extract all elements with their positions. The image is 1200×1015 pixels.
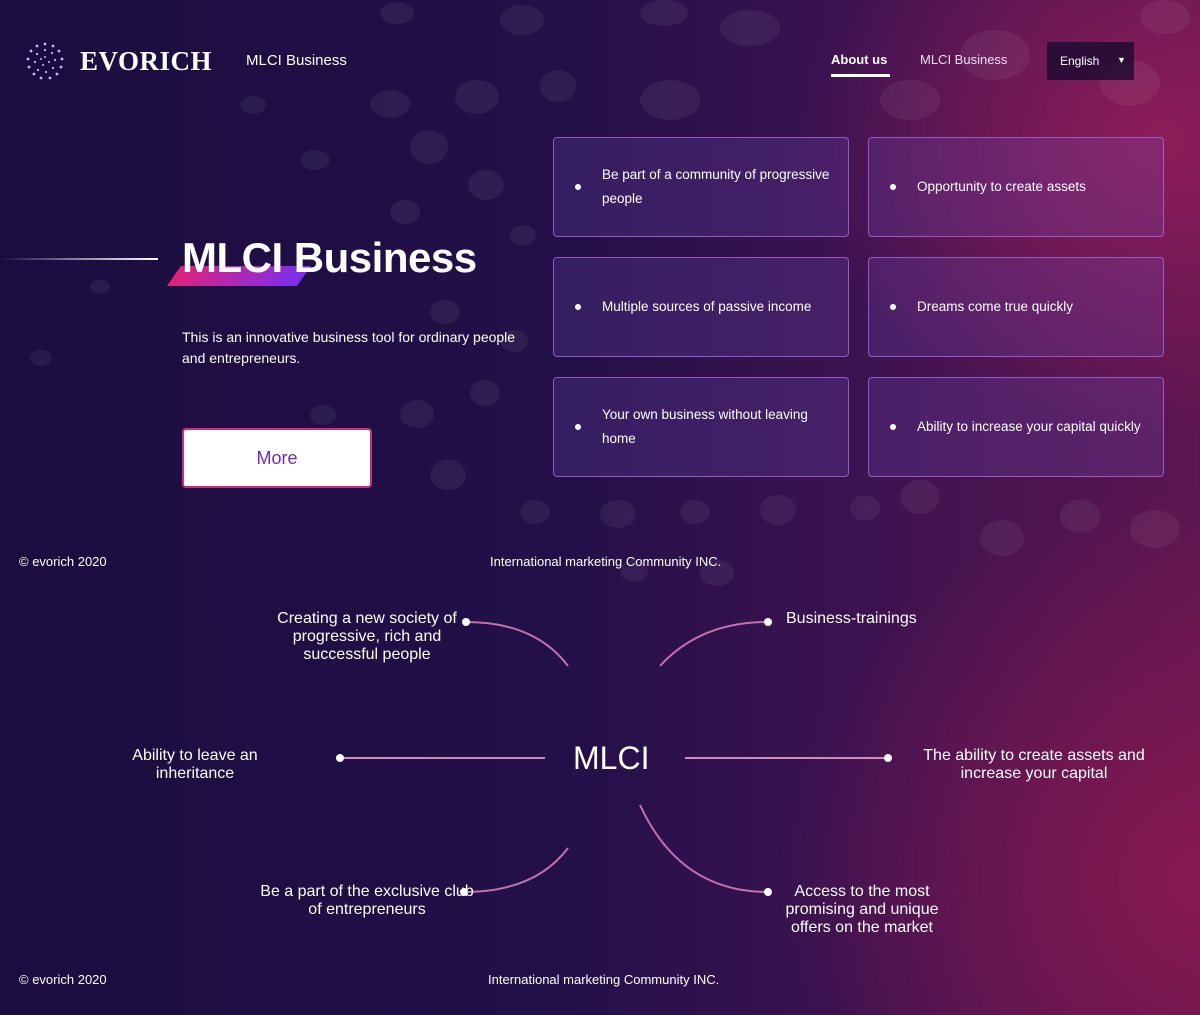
feature-text: Ability to increase your capital quickly [917,419,1141,434]
caret-down-icon: ▼ [1117,55,1126,65]
diagram-label-top-left: Creating a new society of progressive, r… [277,610,457,663]
feature-card: Ability to increase your capital quickly [868,377,1164,477]
footer-company: International marketing Community INC. [490,554,722,569]
connector-top-left [465,621,569,667]
footer-copyright: © evorich 2020 [19,972,107,987]
node-dot [764,888,772,896]
connector-bottom-left [463,847,569,893]
footer-copyright: © evorich 2020 [19,554,107,569]
hero-description: This is an innovative business tool for … [182,329,516,366]
logo-text: EVORICH [80,45,212,76]
nav-about-us[interactable]: About us [831,52,888,67]
more-button[interactable]: More [182,428,372,488]
brand-subtitle: MLCI Business [246,52,347,69]
feature-card: Multiple sources of passive income [553,257,849,357]
feature-text: Opportunity to create assets [917,179,1086,194]
diagram-center-label: MLCI [573,740,650,776]
bullet-icon [575,304,581,310]
node-dot [884,754,892,762]
footer-company: International marketing Community INC. [488,972,720,987]
mlci-diagram: MLCI Creating a new society of progressi… [0,590,1200,950]
feature-card: Opportunity to create assets [868,137,1164,237]
nav-mlci-business[interactable]: MLCI Business [920,52,1008,67]
site-header: EVORICH MLCI Business About us MLCI Busi… [0,0,1200,120]
node-dot [462,618,470,626]
hero-decorative-line [0,258,158,260]
diagram-label-bottom-right: Access to the most promising and unique … [785,883,939,936]
background-bubbles [30,0,1190,586]
language-select[interactable]: English ▼ [1047,42,1134,80]
diagram-label-right: The ability to create assets and increas… [923,747,1145,782]
feature-text: Multiple sources of passive income [602,299,812,314]
node-dot [460,888,468,896]
nav-active-underline [831,74,890,77]
feature-card: Dreams come true quickly [868,257,1164,357]
language-value: English [1060,54,1100,68]
bullet-icon [575,184,581,190]
bullet-icon [890,184,896,190]
logo[interactable]: EVORICH [22,40,212,82]
feature-text: Dreams come true quickly [917,299,1074,314]
diagram-label-bottom-left: Be a part of the exclusive club of entre… [260,883,474,918]
bullet-icon [890,424,896,430]
logo-dots-icon [26,42,64,80]
feature-text: Be part of a community of progressive pe… [602,167,830,206]
diagram-connectors [336,618,892,896]
diagram-label-top-right: Business-trainings [786,610,917,627]
feature-text: Your own business without leaving home [602,407,808,446]
hero-title: MLCI Business [182,234,477,281]
node-dot [764,618,772,626]
feature-card: Your own business without leaving home [553,377,849,477]
bullet-icon [575,424,581,430]
feature-card: Be part of a community of progressive pe… [553,137,849,237]
node-dot [336,754,344,762]
diagram-label-left: Ability to leave an inheritance [132,747,258,782]
bullet-icon [890,304,896,310]
connector-bottom-right [639,804,769,893]
connector-top-right [659,621,769,667]
